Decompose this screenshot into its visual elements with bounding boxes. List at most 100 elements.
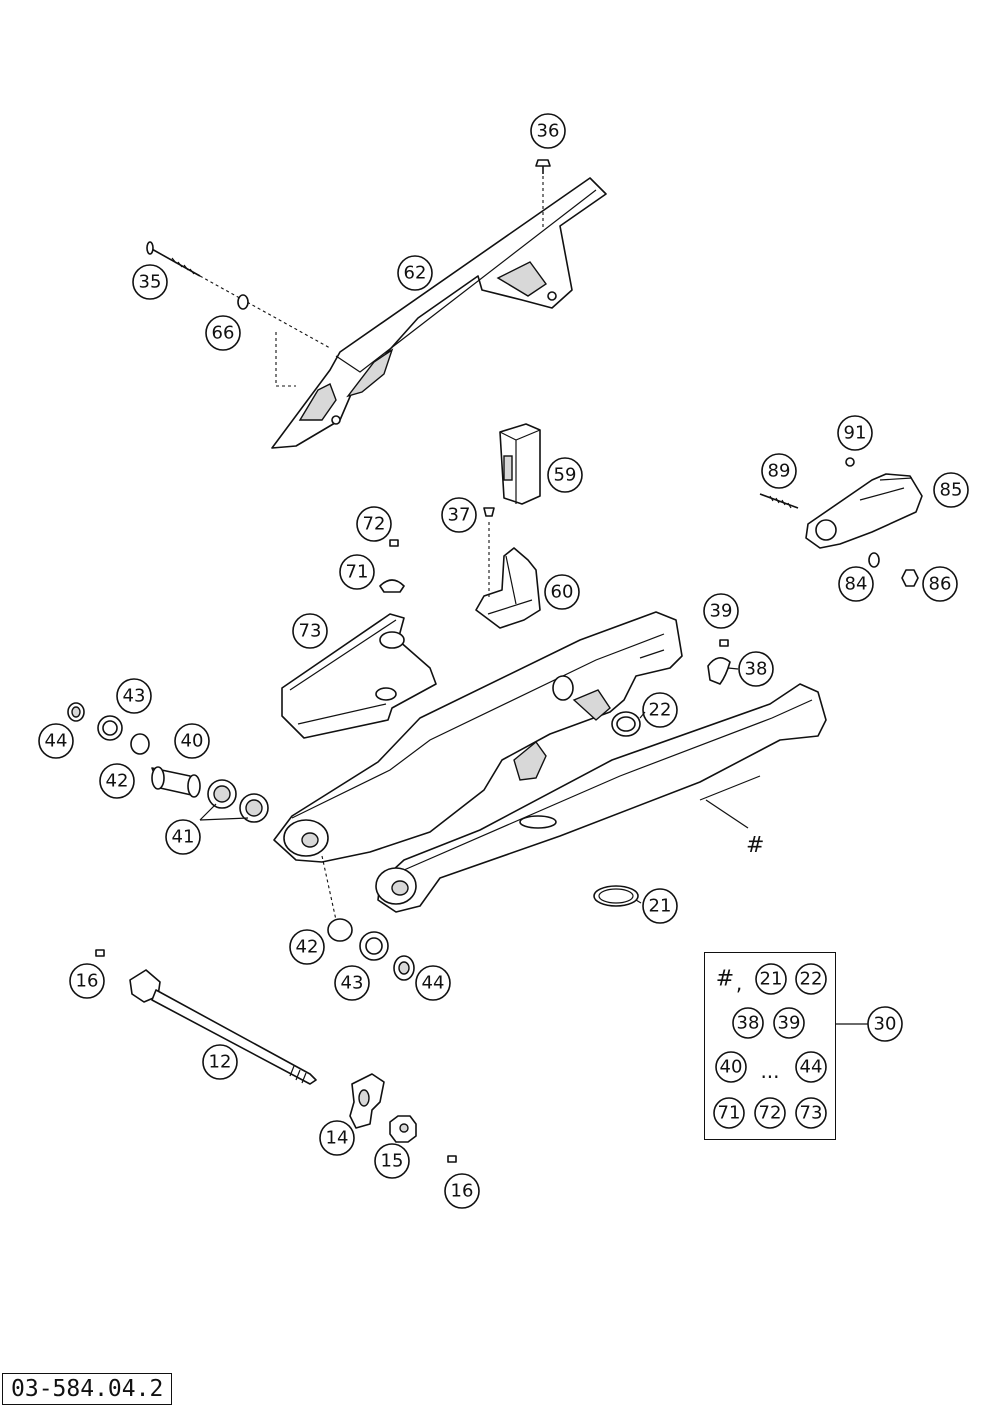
callout-44-lower: 44 — [415, 965, 451, 1001]
chain-guide-block-59 — [499, 423, 541, 505]
svg-text:72: 72 — [759, 1103, 782, 1124]
callout-14: 14 — [319, 1120, 355, 1156]
callouts: 36 35 62 66 59 37 60 72 71 73 91 89 85 8… — [38, 113, 969, 1209]
pivot-bearings-lower — [321, 855, 415, 981]
callout-16-left: 16 — [69, 963, 105, 999]
nut-15 — [389, 1115, 417, 1143]
screw-36 — [535, 159, 551, 230]
callout-40: 40 — [174, 723, 210, 759]
svg-text:39: 39 — [778, 1013, 801, 1034]
kit-item-44: 44 — [795, 1051, 827, 1083]
callout-15-label: 15 — [381, 1151, 404, 1172]
kit-item-22: 22 — [795, 963, 827, 995]
callout-85-label: 85 — [940, 480, 963, 501]
svg-text:73: 73 — [800, 1103, 823, 1124]
svg-text:40: 40 — [720, 1057, 743, 1078]
callout-15: 15 — [374, 1143, 410, 1179]
callout-72: 72 — [356, 506, 392, 542]
guide-holder-60 — [475, 507, 541, 629]
callout-89: 89 — [761, 453, 797, 489]
svg-text:38: 38 — [737, 1013, 760, 1034]
callout-42-upper-label: 42 — [106, 771, 129, 792]
callout-72-label: 72 — [363, 514, 386, 535]
callout-21: 21 — [642, 888, 678, 924]
callout-35: 35 — [132, 264, 168, 300]
kit-comma: , — [736, 971, 742, 995]
callout-36-label: 36 — [537, 121, 560, 142]
callout-37-label: 37 — [448, 505, 471, 526]
callout-66: 66 — [205, 315, 241, 351]
dust-cover-22 — [611, 711, 641, 737]
callout-42-lower-label: 42 — [296, 937, 319, 958]
kit-item-39: 39 — [773, 1007, 805, 1039]
callout-86-label: 86 — [929, 574, 952, 595]
callout-30-label: 30 — [874, 1014, 897, 1035]
kit-item-38: 38 — [732, 1007, 764, 1039]
drawing-code: 03-584.04.2 — [2, 1373, 173, 1405]
chain-roller-85 — [759, 457, 923, 587]
kit-contents-box: # , 21 22 38 39 40 ... 44 71 72 73 — [704, 952, 836, 1140]
kit-item-71: 71 — [713, 1097, 745, 1129]
callout-41-label: 41 — [172, 827, 195, 848]
long-bolt-35 — [146, 241, 331, 349]
svg-text:22: 22 — [800, 969, 823, 990]
cap-16 — [95, 949, 457, 1163]
callout-59-label: 59 — [554, 465, 577, 486]
kit-contents-svg: # , 21 22 38 39 40 ... 44 71 72 73 — [713, 963, 827, 1129]
callout-91: 91 — [837, 415, 873, 451]
callout-89-label: 89 — [768, 461, 791, 482]
callout-22-label: 22 — [649, 700, 672, 721]
callout-42-lower: 42 — [289, 929, 325, 965]
callout-40-label: 40 — [181, 731, 204, 752]
callout-43-lower-label: 43 — [341, 973, 364, 994]
rivet-71-72 — [379, 539, 405, 593]
callout-43-lower: 43 — [334, 965, 370, 1001]
callout-16-right: 16 — [444, 1173, 480, 1209]
callout-86: 86 — [922, 566, 958, 602]
swingarm — [273, 611, 827, 913]
callout-71: 71 — [339, 554, 375, 590]
kit-item-72: 72 — [754, 1097, 786, 1129]
callout-84-label: 84 — [845, 574, 868, 595]
chain-slider-73 — [281, 613, 437, 739]
callout-91-label: 91 — [844, 423, 867, 444]
callout-37: 37 — [441, 497, 477, 533]
leader-lines — [635, 667, 868, 1025]
pivot-bearings-upper — [67, 702, 269, 823]
svg-text:44: 44 — [800, 1057, 823, 1078]
adjuster-plate-14 — [349, 1073, 385, 1129]
swingarm-hash-label: # — [746, 833, 764, 858]
pivot-axle-12 — [129, 969, 317, 1085]
callout-39-label: 39 — [710, 601, 733, 622]
callout-60-label: 60 — [551, 582, 574, 603]
callout-42-upper: 42 — [99, 763, 135, 799]
callout-59: 59 — [547, 457, 583, 493]
chain-guard — [271, 177, 607, 449]
callout-41: 41 — [165, 819, 201, 855]
callout-43-upper-label: 43 — [123, 686, 146, 707]
callout-62-label: 62 — [404, 263, 427, 284]
callout-12-label: 12 — [209, 1052, 232, 1073]
callout-73-label: 73 — [299, 621, 322, 642]
kit-hash: # — [716, 967, 734, 992]
callout-35-label: 35 — [139, 272, 162, 293]
callout-85: 85 — [933, 472, 969, 508]
callout-62: 62 — [397, 255, 433, 291]
callout-16-left-label: 16 — [76, 971, 99, 992]
callout-12: 12 — [202, 1044, 238, 1080]
callout-39: 39 — [703, 593, 739, 629]
callout-43-upper: 43 — [116, 678, 152, 714]
callout-44-upper-label: 44 — [45, 731, 68, 752]
washer-66 — [237, 294, 296, 387]
callout-38: 38 — [738, 651, 774, 687]
callout-36: 36 — [530, 113, 566, 149]
callout-14-label: 14 — [326, 1128, 349, 1149]
callout-21-label: 21 — [649, 896, 672, 917]
callout-16-right-label: 16 — [451, 1181, 474, 1202]
kit-item-21: 21 — [755, 963, 787, 995]
callout-44-lower-label: 44 — [422, 973, 445, 994]
callout-30: 30 — [867, 1006, 903, 1042]
svg-text:21: 21 — [760, 969, 783, 990]
svg-text:71: 71 — [718, 1103, 741, 1124]
